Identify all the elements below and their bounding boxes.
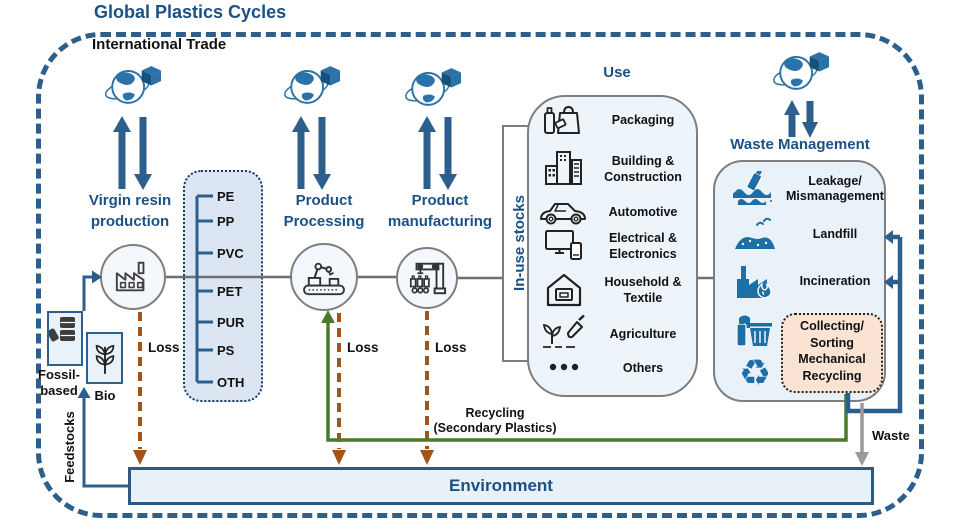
recycling-flow-label: Recycling (Secondary Plastics)	[418, 406, 572, 436]
polymer-oth: OTH	[217, 375, 245, 390]
globe-trade-icon	[104, 60, 162, 110]
others-icon	[545, 358, 583, 376]
use-item-label: Building & Construction	[604, 154, 682, 184]
international-trade-label: International Trade	[92, 36, 227, 53]
globe-trade-icon	[283, 60, 341, 110]
waste-item-label: Incineration	[799, 274, 871, 288]
international-trade-boundary	[36, 32, 924, 518]
polymer-pe: PE	[217, 189, 235, 204]
product-manufacturing-label: Product manufacturing	[387, 192, 493, 230]
polymer-pet: PET	[217, 284, 243, 299]
recycling-flow-line2: (Secondary Plastics)	[433, 421, 557, 435]
loss-label-3: Loss	[435, 340, 467, 355]
use-item-label: Others	[622, 361, 664, 375]
trash-bins-icon	[733, 312, 777, 348]
environment-box: Environment	[128, 467, 874, 505]
building-construction-icon	[541, 148, 587, 188]
agriculture-icon	[539, 314, 587, 352]
packaging-icon	[541, 101, 587, 137]
polymer-ps: PS	[217, 343, 235, 358]
factory-icon	[115, 261, 145, 292]
product-processing-label: Product Processing	[283, 192, 365, 230]
recycling-flow-line1: Recycling	[465, 406, 525, 420]
waste-item-label: Leakage/ Mismanagement	[786, 174, 884, 203]
product-processing-circle	[290, 243, 358, 311]
leakage-icon	[733, 171, 777, 207]
diagram-title: Global Plastics Cycles	[94, 2, 287, 22]
waste-flow-label: Waste	[872, 428, 910, 443]
use-item-label: Packaging	[611, 113, 675, 127]
waste-management-title: Waste Management	[730, 136, 870, 153]
automotive-icon	[537, 197, 589, 225]
virgin-resin-label: Virgin resin production	[88, 192, 172, 230]
use-title: Use	[603, 64, 631, 81]
robot-arm-icon	[303, 262, 345, 296]
assembly-machine-icon	[409, 262, 447, 295]
use-item-label: Electrical & Electronics	[608, 231, 678, 261]
polymer-pp: PP	[217, 214, 235, 229]
incineration-icon	[733, 262, 777, 300]
recycling-symbol-icon: ♻	[738, 352, 772, 393]
use-item-label: Household & Textile	[604, 275, 682, 305]
collecting-sorting-label: Collecting/ Sorting Mechanical Recycling	[798, 319, 866, 383]
fossil-based-label: Fossil-based	[38, 367, 80, 398]
feedstocks-label: Feedstocks	[62, 411, 77, 483]
product-manufacturing-circle	[396, 247, 458, 309]
polymer-pur: PUR	[217, 315, 245, 330]
virgin-resin-circle	[100, 244, 166, 310]
plant-icon	[89, 336, 120, 380]
bio-label: Bio	[94, 388, 116, 403]
household-textile-icon	[543, 271, 585, 309]
globe-trade-icon	[404, 62, 462, 112]
polymer-pvc: PVC	[217, 246, 244, 261]
use-item-label: Agriculture	[609, 327, 677, 341]
electrical-electronics-icon	[541, 227, 587, 265]
landfill-icon	[733, 216, 777, 252]
waste-item-label: Landfill	[812, 227, 858, 241]
use-item-label: Automotive	[608, 205, 678, 219]
oil-barrels-icon	[49, 315, 81, 347]
globe-trade-icon	[772, 46, 830, 96]
loss-label-2: Loss	[347, 340, 379, 355]
in-use-stocks-label: In-use stocks	[511, 195, 528, 291]
environment-label: Environment	[449, 476, 553, 495]
loss-label-1: Loss	[148, 340, 180, 355]
